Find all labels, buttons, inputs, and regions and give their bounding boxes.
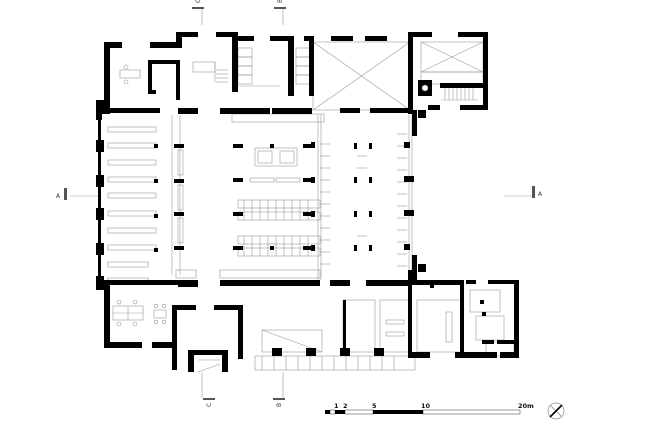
section-marker-right: A [532, 186, 543, 198]
svg-text:C: C [206, 403, 213, 407]
svg-text:A: A [56, 193, 61, 200]
reading-tables-left [107, 126, 157, 284]
svg-text:B: B [276, 403, 283, 407]
office-desk [119, 69, 141, 79]
section-marker-top-right: B [274, 0, 286, 9]
svg-text:B: B [277, 0, 284, 3]
svg-text:2: 2 [343, 402, 348, 410]
svg-text:C: C [195, 0, 202, 3]
section-marker-left: A [56, 188, 67, 200]
exhibit-marks [320, 133, 407, 267]
svg-text:1: 1 [334, 402, 339, 410]
north-arrow-icon [547, 402, 565, 420]
svg-text:A: A [538, 191, 543, 198]
svg-text:10: 10 [421, 402, 431, 410]
svg-text:5: 5 [372, 402, 377, 410]
svg-text:20m: 20m [518, 402, 534, 410]
walls [96, 32, 519, 372]
toilet-cubicles [236, 47, 311, 87]
central-desk [254, 147, 298, 167]
meeting-tables [112, 299, 167, 327]
section-marker-top-left: C [192, 0, 204, 9]
seating-rows [175, 113, 325, 279]
section-marker-bottom-right: B [273, 398, 285, 407]
section-marker-bottom-left: C [203, 398, 215, 407]
scale-bar: 1 2 5 10 20m [325, 402, 534, 415]
